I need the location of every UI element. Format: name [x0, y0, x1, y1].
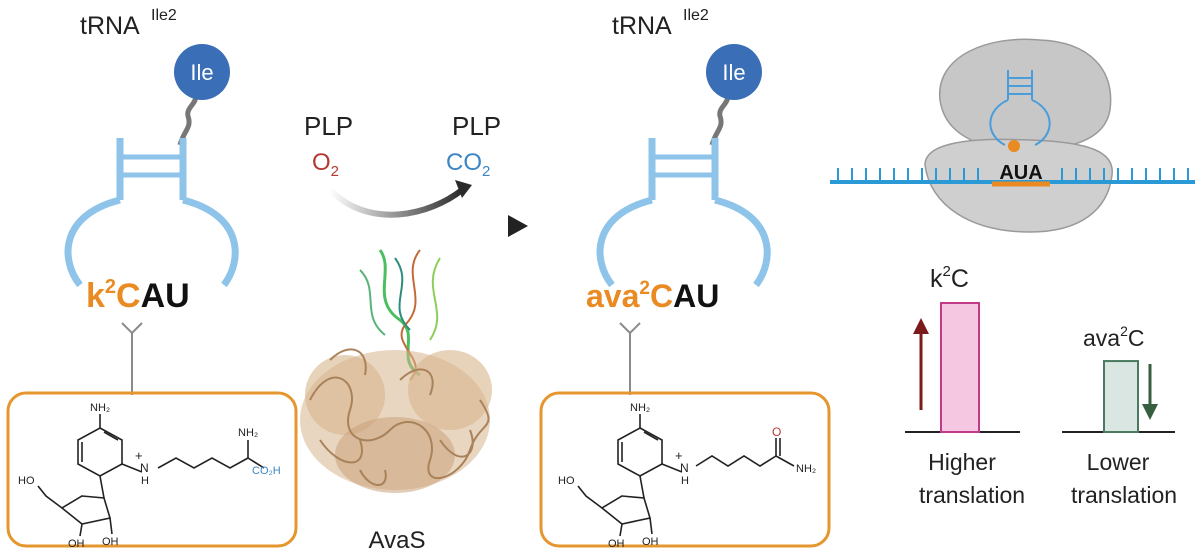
- left-acid: CO₂H: [252, 465, 281, 477]
- left-ho: HO: [18, 475, 35, 487]
- left-trna: tRNA Ile2 Ile k2CAU: [6, 7, 298, 550]
- left-ile-label: Ile: [190, 60, 213, 85]
- right-oh1: OH: [608, 538, 625, 550]
- right-bar-label-1: Lower: [1087, 449, 1150, 475]
- left-plus: +: [135, 448, 143, 463]
- ribosome-trna-loop: [989, 99, 1051, 146]
- left-bar-mod-main: k: [930, 265, 943, 293]
- right-mod-sup: 2: [639, 278, 650, 299]
- mrna-ticks: [837, 168, 1189, 182]
- co2-label: CO2: [446, 149, 490, 180]
- co2-main: CO: [446, 149, 482, 176]
- right-anticodon-loop: [596, 196, 771, 288]
- plp-right: PLP: [452, 111, 501, 141]
- right-mod-c: C: [650, 278, 673, 314]
- right-linker: [709, 95, 731, 146]
- avas-enzyme: [300, 249, 492, 493]
- right-oh2: OH: [642, 536, 659, 548]
- left-nh2: NH₂: [90, 402, 110, 414]
- left-translation-bar: [940, 302, 980, 433]
- left-oh2: OH: [102, 536, 119, 548]
- reaction: PLP O2 PLP CO2 AvaS: [300, 111, 528, 554]
- down-arrow-head: [1142, 404, 1158, 420]
- right-nh2: NH₂: [630, 402, 650, 414]
- left-bar-mod-c: C: [951, 265, 969, 293]
- right-trna-title: tRNA: [612, 12, 672, 40]
- left-anticodon: k2CAU: [86, 276, 190, 315]
- left-structure-box: [6, 391, 298, 548]
- right-amide: NH₂: [796, 463, 816, 475]
- left-bar-label-2: translation: [919, 482, 1025, 508]
- right-ho: HO: [558, 475, 575, 487]
- left-bar-mod-sup: 2: [943, 263, 951, 280]
- right-mod: ava: [586, 278, 640, 314]
- o2-label: O2: [312, 149, 339, 180]
- right-n: N: [680, 461, 689, 475]
- left-n: N: [140, 461, 149, 475]
- right-ile-circle: [706, 44, 762, 100]
- right-stem: [648, 138, 719, 200]
- o2-sub: 2: [331, 163, 339, 180]
- left-mod-sup: 2: [105, 276, 116, 298]
- reaction-arrow-head: [508, 215, 528, 237]
- left-nh: H: [141, 475, 149, 487]
- right-plus: +: [675, 448, 683, 463]
- right-bar-label-2: translation: [1071, 482, 1177, 508]
- ribosome-trna-stem: [1007, 70, 1033, 100]
- left-stem-pairs: [120, 154, 183, 178]
- codon-label: AUA: [999, 162, 1042, 184]
- right-anticodon-rest: AU: [673, 278, 719, 314]
- right-connector: [619, 322, 641, 395]
- right-trna-title-sup: Ile2: [683, 7, 709, 24]
- up-arrow-head: [913, 318, 929, 334]
- left-oh1: OH: [68, 538, 85, 550]
- right-nucleoside-structure: [577, 414, 795, 537]
- left-bar-label-1: Higher: [928, 449, 996, 475]
- right-anticodon: ava2CAU: [586, 278, 719, 314]
- reaction-arc: [327, 187, 464, 218]
- left-anticodon-loop: [64, 196, 239, 288]
- right-bar-mod: ava2C: [1083, 323, 1145, 351]
- right-trna: tRNA Ile2 Ile ava2CAU NH₂ + N H HO OH OH: [539, 7, 831, 550]
- left-trna-title-sup: Ile2: [151, 7, 177, 24]
- o2-main: O: [312, 149, 331, 176]
- left-nh2-side: NH₂: [238, 427, 258, 439]
- left-anticodon-rest: AU: [141, 277, 190, 315]
- left-mod: k: [86, 277, 105, 315]
- enzyme-label: AvaS: [369, 527, 426, 554]
- left-connector: [121, 322, 143, 395]
- right-stem-pairs: [652, 154, 715, 178]
- left-mod-c: C: [116, 277, 141, 315]
- ribosome-modification-dot: [1008, 140, 1020, 152]
- left-bar-mod: k2C: [930, 263, 969, 293]
- co2-sub: 2: [482, 163, 490, 180]
- plp-left: PLP: [304, 111, 353, 141]
- translation-comparison: k2C Higher translation ava2C Lower trans…: [905, 263, 1177, 508]
- left-ile-circle: [174, 44, 230, 100]
- right-bar-mod-c: C: [1128, 325, 1145, 351]
- right-structure-box: [539, 391, 831, 548]
- right-o: O: [772, 425, 781, 439]
- ribosome: AUA: [830, 38, 1195, 233]
- right-bar-mod-main: ava: [1083, 325, 1120, 351]
- right-nh: H: [681, 475, 689, 487]
- left-nucleoside-structure: [37, 414, 265, 537]
- reaction-arc-head: [455, 180, 472, 198]
- right-ile-label: Ile: [722, 60, 745, 85]
- left-linker: [177, 95, 199, 146]
- right-bar-mod-sup: 2: [1120, 323, 1128, 339]
- left-trna-title: tRNA: [80, 12, 140, 40]
- left-stem: [116, 138, 187, 200]
- right-translation-bar: [1103, 360, 1139, 433]
